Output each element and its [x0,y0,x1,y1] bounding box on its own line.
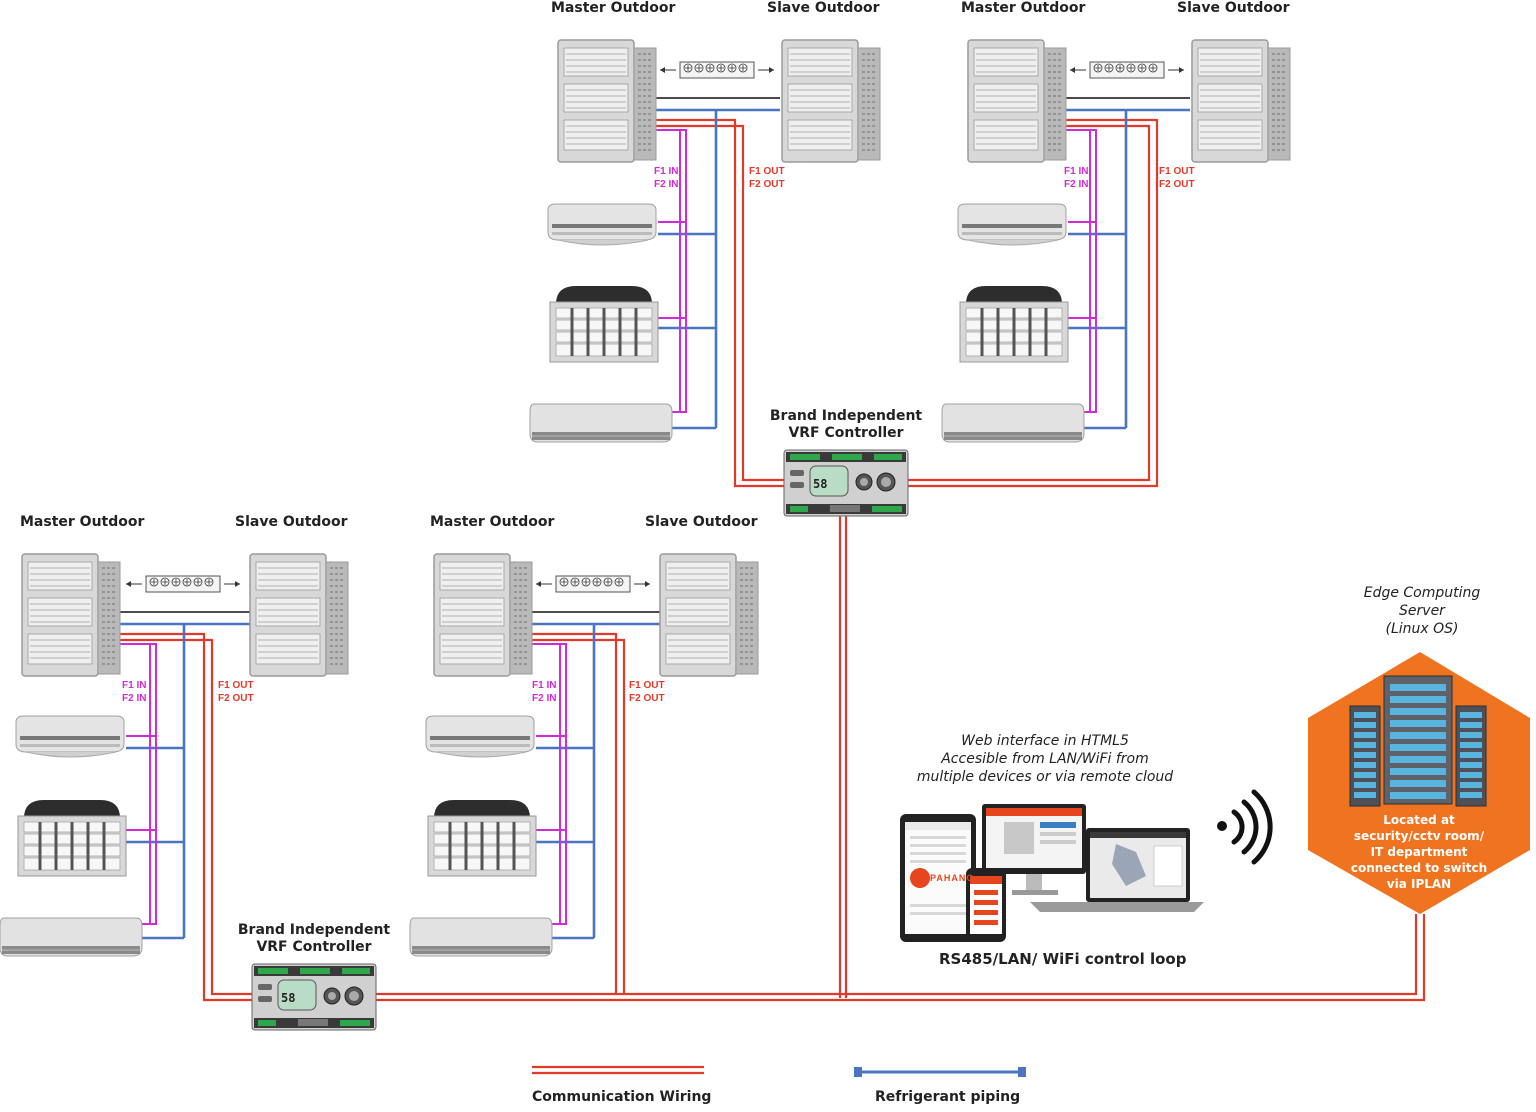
server-rack-icon [1455,705,1487,807]
master-outdoor-label: Master Outdoor [430,514,555,530]
wall-split-ac-icon [529,403,673,443]
web-interface-description: Web interface in HTML5 Accesible from LA… [916,733,1174,785]
slave-outdoor-label: Slave Outdoor [767,0,880,16]
device-screen-brand: PAHANO [930,873,975,883]
master-outdoor-label: Master Outdoor [20,514,145,530]
master-outdoor-label: Master Outdoor [551,0,676,16]
legend-communication-line [532,1065,704,1075]
vrf-controller-icon [251,963,377,1031]
edge-server-hexagon [1308,652,1530,914]
server-rack-icon [1349,705,1381,807]
wall-mounted-ac-icon [547,203,657,246]
master-outdoor-label: Master Outdoor [961,0,1086,16]
ceiling-cassette-icon [958,284,1070,364]
server-location-text: Located at security/cctv room/ IT depart… [1350,813,1488,891]
master-outdoor-unit-icon [557,39,657,163]
slave-outdoor-unit-icon [781,39,881,163]
controller-display-value: 58 [281,991,296,1005]
wall-split-ac-icon [409,917,553,957]
ceiling-cassette-icon [426,798,538,878]
slave-outdoor-label: Slave Outdoor [1177,0,1290,16]
legend-communication-label: Communication Wiring [532,1089,712,1105]
master-outdoor-unit-icon [433,553,533,677]
wall-split-ac-icon [941,403,1085,443]
edge-server-title: Edge Computing Server (Linux OS) [1363,585,1481,637]
legend-refrigerant-label: Refrigerant piping [875,1089,1021,1105]
slave-outdoor-unit-icon [1191,39,1291,163]
wall-split-ac-icon [0,917,143,957]
terminal-block-icon [1069,61,1185,79]
master-outdoor-unit-icon [967,39,1067,163]
wifi-signal-icon [1217,789,1273,865]
terminal-block-icon [659,61,775,79]
f1-f2-wiring [118,129,1097,925]
wall-mounted-ac-icon [425,715,535,758]
slave-outdoor-label: Slave Outdoor [235,514,348,530]
wall-mounted-ac-icon [957,203,1067,246]
wall-mounted-ac-icon [15,715,125,758]
vrf-controller-icon [783,449,909,517]
tablet-monitor-laptop-phone-icon [900,804,1204,942]
legend-refrigerant-line [854,1067,1026,1077]
outdoor-link-wires [118,97,1190,613]
master-outdoor-unit-icon [21,553,121,677]
slave-outdoor-unit-icon [659,553,759,677]
communication-wiring [118,118,1426,1002]
terminal-block-icon [125,575,241,593]
terminal-block-icon [535,575,651,593]
slave-outdoor-label: Slave Outdoor [645,514,758,530]
ceiling-cassette-icon [548,284,660,364]
ceiling-cassette-icon [16,798,128,878]
controller-display-value: 58 [813,477,828,491]
control-loop-label: RS485/LAN/ WiFi control loop [939,950,1187,968]
slave-outdoor-unit-icon [249,553,349,677]
